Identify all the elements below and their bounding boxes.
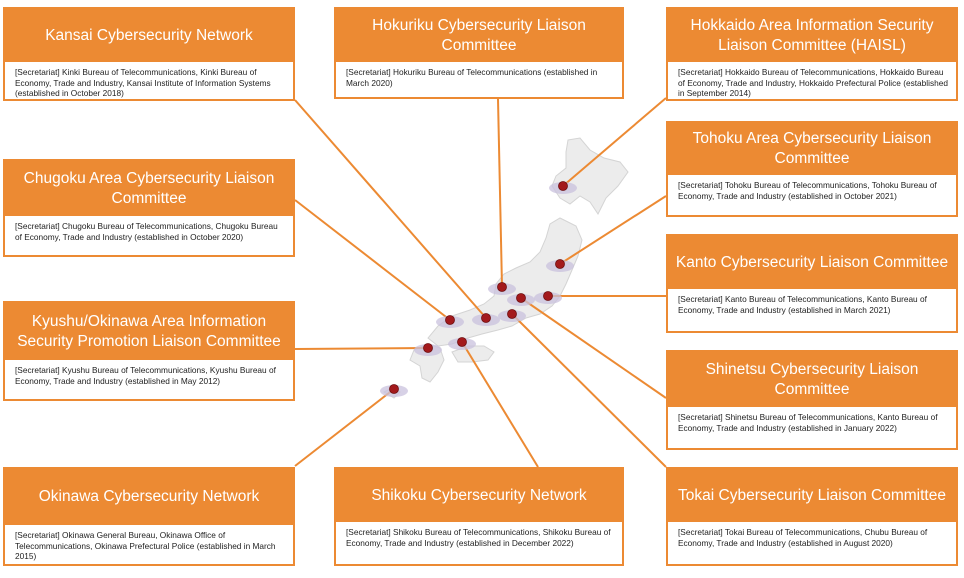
shikoku-box: Shikoku Cybersecurity Network [Secretari… (334, 467, 624, 566)
shikoku-title: Shikoku Cybersecurity Network (336, 469, 622, 522)
kanto-secretariat: [Secretariat] Kanto Bureau of Telecommun… (678, 294, 927, 315)
hokuriku-title: Hokuriku Cybersecurity Liaison Committee (336, 9, 622, 62)
kansai-secretariat: [Secretariat] Kinki Bureau of Telecommun… (15, 67, 271, 98)
map-honshu (427, 217, 583, 347)
kansai-pin (481, 313, 491, 323)
shinetsu-box: Shinetsu Cybersecurity Liaison Committee… (666, 350, 958, 450)
chugoku-secretariat: [Secretariat] Chugoku Bureau of Telecomm… (15, 221, 278, 242)
tohoku-box: Tohoku Area Cybersecurity Liaison Commit… (666, 121, 958, 217)
chugoku-pin (445, 315, 455, 325)
tokai-secretariat: [Secretariat] Tokai Bureau of Telecommun… (678, 527, 928, 548)
map-hokkaido (551, 137, 629, 215)
okinawa-box: Okinawa Cybersecurity Network [Secretari… (3, 467, 295, 566)
tohoku-secretariat: [Secretariat] Tohoku Bureau of Telecommu… (678, 180, 937, 201)
tohoku-leader-line (559, 195, 667, 265)
shikoku-secretariat: [Secretariat] Shikoku Bureau of Telecomm… (346, 527, 611, 548)
leader-lines (294, 97, 667, 468)
hokuriku-leader-line (497, 98, 503, 288)
hokuriku-pin (497, 282, 507, 292)
shinetsu-secretariat: [Secretariat] Shinetsu Bureau of Telecom… (678, 412, 938, 433)
kyushu-secretariat: [Secretariat] Kyushu Bureau of Telecommu… (15, 365, 276, 386)
shikoku-pin (457, 337, 467, 347)
kanto-title: Kanto Cybersecurity Liaison Committee (668, 236, 956, 289)
kansai-box: Kansai Cybersecurity Network [Secretaria… (3, 7, 295, 101)
okinawa-title: Okinawa Cybersecurity Network (5, 469, 293, 525)
shinetsu-pin (516, 293, 526, 303)
region-pins (380, 181, 577, 397)
kyushu-pin (423, 343, 433, 353)
tokai-title: Tokai Cybersecurity Liaison Committee (668, 469, 956, 522)
kyushu-title: Kyushu/Okinawa Area Information Security… (5, 303, 293, 360)
hokkaido-leader-line (562, 97, 667, 187)
hokkaido-title: Hokkaido Area Information Security Liais… (668, 9, 956, 62)
kanto-box: Kanto Cybersecurity Liaison Committee [S… (666, 234, 958, 333)
shinetsu-leader-line (520, 297, 667, 399)
tohoku-title: Tohoku Area Cybersecurity Liaison Commit… (668, 123, 956, 175)
japan-map (382, 137, 629, 399)
kansai-title: Kansai Cybersecurity Network (5, 9, 293, 62)
tokai-pin (507, 309, 517, 319)
kyushu-box: Kyushu/Okinawa Area Information Security… (3, 301, 295, 401)
hokkaido-box: Hokkaido Area Information Security Liais… (666, 7, 958, 101)
hokuriku-box: Hokuriku Cybersecurity Liaison Committee… (334, 7, 624, 99)
kyushu-leader-line (294, 347, 429, 350)
shikoku-leader-line (461, 341, 539, 468)
chugoku-leader-line (294, 199, 451, 321)
okinawa-secretariat: [Secretariat] Okinawa General Bureau, Ok… (15, 530, 276, 561)
chugoku-title: Chugoku Area Cybersecurity Liaison Commi… (5, 161, 293, 216)
okinawa-pin (389, 384, 399, 394)
kanto-pin (543, 291, 553, 301)
tokai-leader-line (511, 313, 667, 468)
shinetsu-title: Shinetsu Cybersecurity Liaison Committee (668, 352, 956, 407)
hokuriku-secretariat: [Secretariat] Hokuriku Bureau of Telecom… (346, 67, 598, 88)
tohoku-pin (555, 259, 565, 269)
hokkaido-pin (558, 181, 568, 191)
tokai-box: Tokai Cybersecurity Liaison Committee [S… (666, 467, 958, 566)
okinawa-leader-line (294, 388, 395, 467)
hokkaido-secretariat: [Secretariat] Hokkaido Bureau of Telecom… (678, 67, 948, 98)
kansai-leader-line (294, 99, 487, 319)
chugoku-box: Chugoku Area Cybersecurity Liaison Commi… (3, 159, 295, 257)
